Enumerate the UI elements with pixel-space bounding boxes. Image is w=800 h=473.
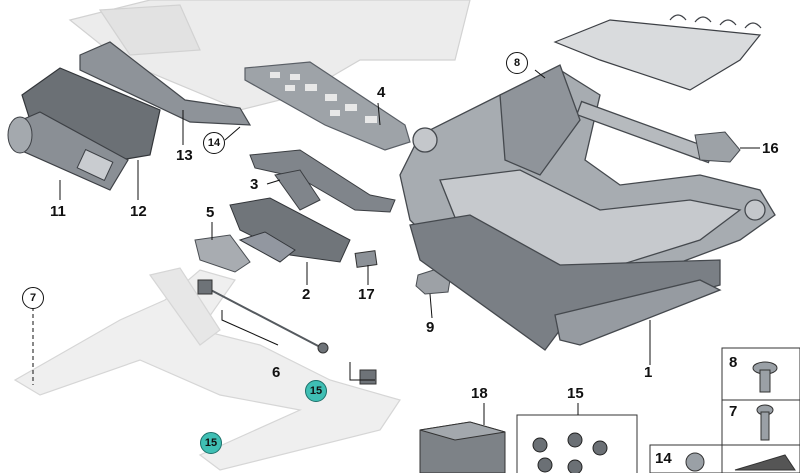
- kit-part-18: [419, 421, 506, 473]
- part-label-16: 16: [762, 140, 779, 157]
- ghost-upper-frame: [68, 0, 471, 111]
- part-label-18: 18: [471, 385, 488, 402]
- legend-table: [649, 347, 800, 473]
- callout-15-upper: 15: [305, 380, 327, 402]
- mechanism-part-2: [229, 197, 351, 263]
- clip-part-17: [354, 250, 378, 268]
- part-label-5: 5: [206, 204, 215, 221]
- callout-15-lower: 15: [200, 432, 222, 454]
- pad-part-5: [194, 234, 251, 273]
- part-label-2: 2: [302, 286, 311, 303]
- legend-label-8: 8: [729, 354, 738, 371]
- part-label-6: 6: [272, 364, 281, 381]
- callout-14: 14: [203, 132, 225, 154]
- legend-label-7: 7: [729, 403, 738, 420]
- part-label-11: 11: [50, 203, 66, 220]
- seat-frame-part-1: [399, 64, 776, 351]
- spring-assembly: [553, 14, 762, 91]
- legend-nut-14: [685, 452, 796, 472]
- part-label-12: 12: [130, 203, 147, 220]
- rod-part-6: [197, 279, 377, 385]
- part-label-17: 17: [358, 286, 375, 303]
- fastener-kit-part-15: [516, 414, 638, 473]
- cylinder-part-11: [7, 111, 129, 191]
- rail-part-3: [249, 149, 396, 213]
- part-label-3: 3: [250, 176, 259, 193]
- part-label-9: 9: [426, 319, 435, 336]
- part-label-13: 13: [176, 147, 193, 164]
- part-label-4: 4: [377, 84, 386, 101]
- legend-screw-8: [752, 361, 778, 393]
- legend-screw-7: [756, 404, 774, 441]
- latch-part-16: [694, 131, 741, 163]
- mat-part-4: [244, 61, 411, 151]
- callout-8: 8: [506, 52, 528, 74]
- legend-label-14: 14: [655, 450, 672, 467]
- ghost-lower-rail: [13, 267, 401, 471]
- part-label-1: 1: [644, 364, 653, 381]
- part-label-15: 15: [567, 385, 584, 402]
- leader-lines: [32, 69, 760, 425]
- callout-7: 7: [22, 287, 44, 309]
- bracket-part-13: [79, 41, 252, 126]
